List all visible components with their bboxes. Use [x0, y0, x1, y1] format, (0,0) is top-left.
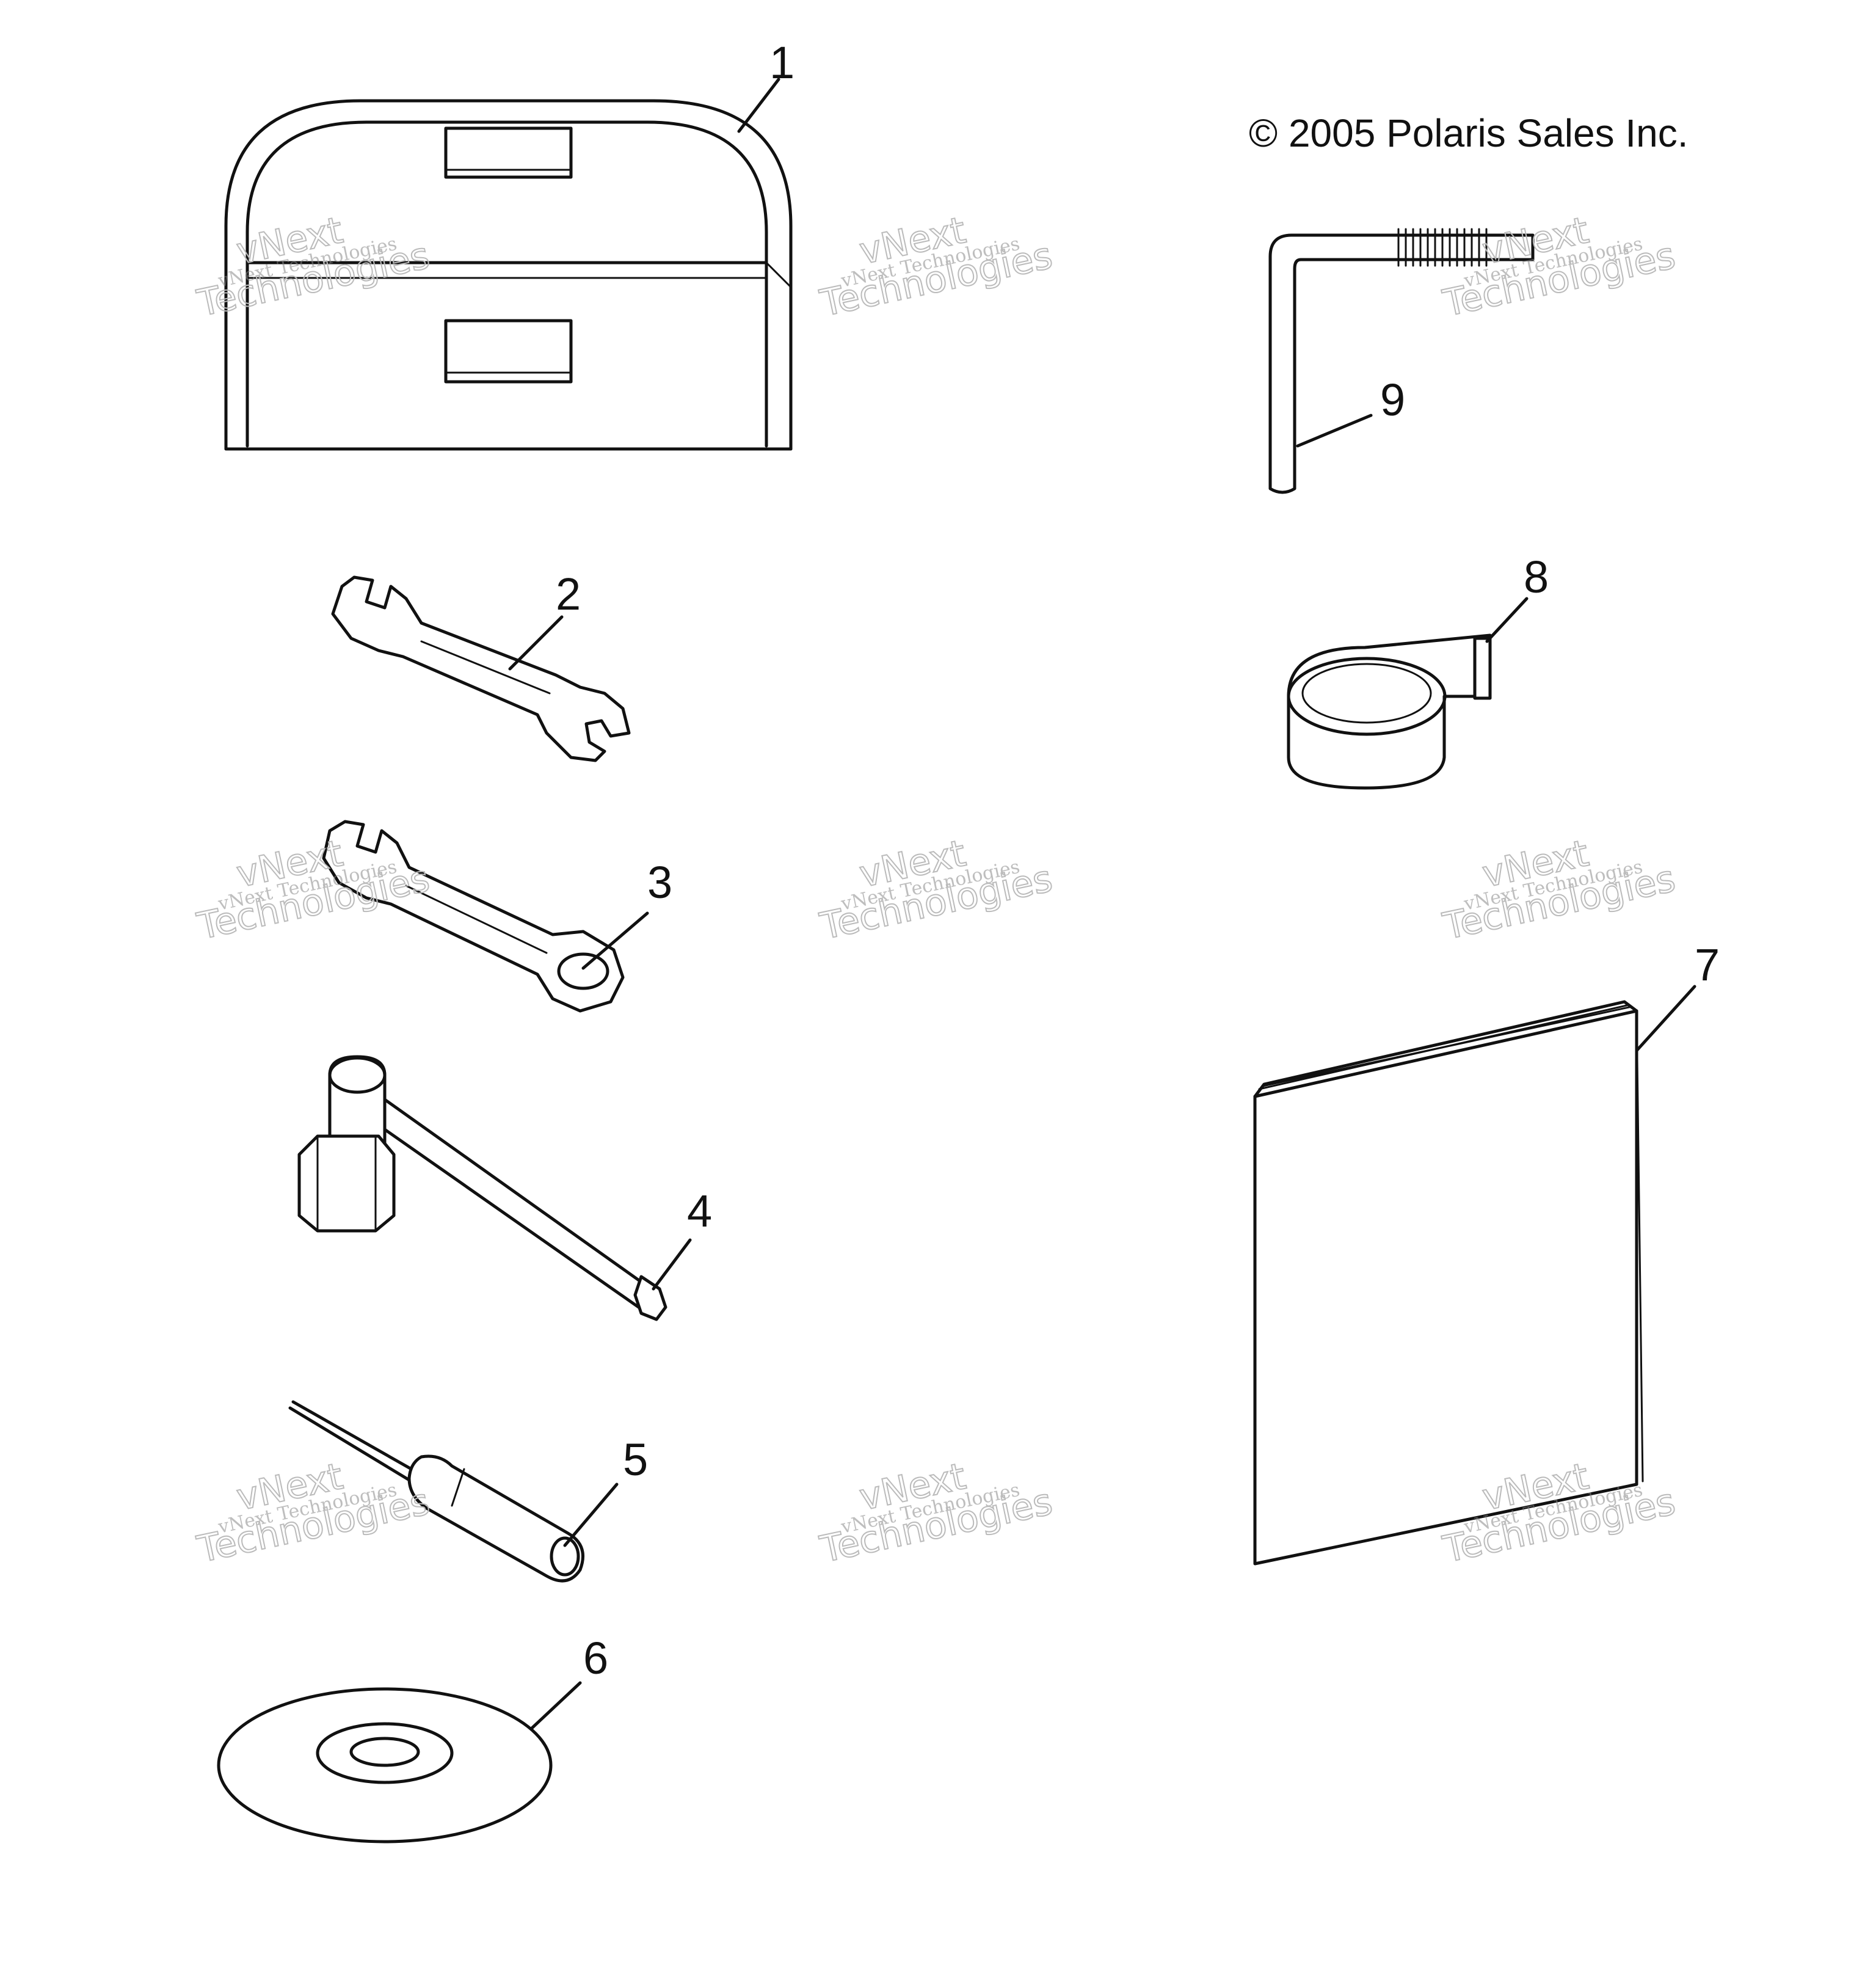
spark-plug-socket-wrench-icon	[297, 1055, 667, 1321]
callout-4: 4	[687, 1186, 712, 1236]
leader-lines	[508, 78, 1696, 1730]
callout-3: 3	[647, 857, 672, 908]
callout-6: 6	[583, 1633, 608, 1683]
open-end-wrench-icon	[331, 575, 631, 762]
combination-wrench-icon	[322, 820, 625, 1013]
tool-pouch-icon	[224, 99, 793, 451]
screwdriver-icon	[288, 1400, 584, 1583]
callout-9: 9	[1380, 374, 1405, 425]
owner-manual-icon	[1253, 1000, 1644, 1566]
hex-key-icon	[1268, 228, 1535, 494]
watermark: vNext Technologies vNext Technologies	[816, 831, 1057, 949]
disc-icon	[217, 1687, 553, 1844]
callout-2: 2	[556, 569, 581, 619]
callout-1: 1	[769, 37, 794, 88]
callout-7: 7	[1695, 939, 1720, 990]
watermark: vNext Technologies vNext Technologies	[1439, 831, 1680, 949]
watermark: vNext Technologies vNext Technologies	[193, 831, 434, 949]
watermark: vNext Technologies vNext Technologies	[193, 1454, 434, 1572]
strap-icon	[1287, 633, 1492, 790]
watermark: vNext Technologies vNext Technologies	[816, 208, 1057, 326]
callout-8: 8	[1524, 552, 1549, 602]
copyright-text: © 2005 Polaris Sales Inc.	[1249, 111, 1689, 155]
callout-5: 5	[623, 1434, 648, 1485]
watermark: vNext Technologies vNext Technologies	[816, 1454, 1057, 1572]
